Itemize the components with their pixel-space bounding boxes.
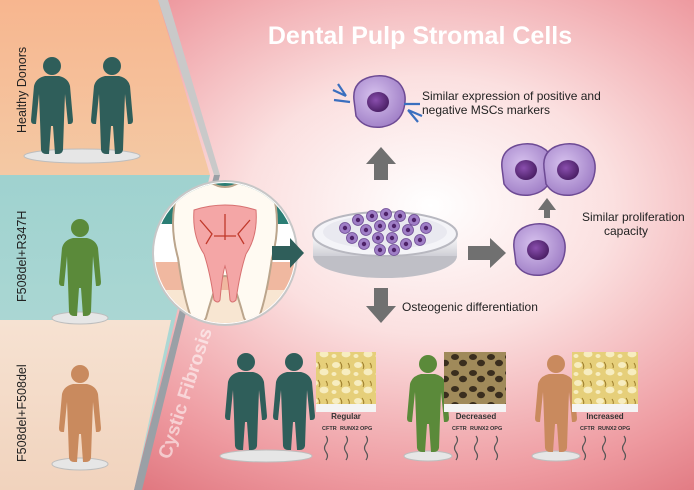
osteogenic-label: Osteogenic differentiation xyxy=(402,300,538,314)
f508-r347h-label: F508del+R347H xyxy=(15,211,29,302)
arrow-right-proliferation xyxy=(468,238,506,268)
pedestal xyxy=(51,457,109,471)
bone-tissue-icon xyxy=(444,352,506,412)
dna-wave-icon xyxy=(581,435,627,461)
pedestal xyxy=(51,311,109,325)
band-divider xyxy=(158,0,220,175)
markers-finding-line2: negative MSCs markers xyxy=(422,103,550,117)
arrow-down-osteogenic xyxy=(366,288,396,323)
markers-finding-line1: Similar expression of positive and xyxy=(422,89,601,103)
f508-f508-label: F508del+F508del xyxy=(15,364,29,462)
outcome-label-decreased: Decreased xyxy=(456,412,497,421)
bone-tissue-icon xyxy=(572,352,638,412)
pedestal xyxy=(23,148,141,164)
receptor-icon xyxy=(332,83,423,123)
gene-label: OPG xyxy=(618,426,630,432)
dna-wave-icon xyxy=(323,435,369,461)
gene-label: CFTR xyxy=(322,426,337,432)
pedestal xyxy=(531,450,581,462)
gene-label: CFTR xyxy=(580,426,595,432)
healthy-donors-label: Healthy Donors xyxy=(15,47,29,133)
cell-icon xyxy=(353,75,406,129)
gene-label: RUNX2 xyxy=(598,426,617,432)
arrow-tooth-to-dish xyxy=(272,238,304,268)
dna-wave-icon xyxy=(453,435,499,461)
arrow-up-markers xyxy=(366,147,396,180)
arrow-up-division xyxy=(538,198,556,218)
gene-label: OPG xyxy=(490,426,502,432)
proliferation-finding-line2: capacity xyxy=(604,224,648,238)
gene-label: RUNX2 xyxy=(340,426,359,432)
gene-label: RUNX2 xyxy=(470,426,489,432)
outcome-label-regular: Regular xyxy=(331,412,361,421)
outcome-label-increased: Increased xyxy=(586,412,623,421)
bone-tissue-icon xyxy=(316,352,376,412)
petri-dish-icon xyxy=(312,208,458,278)
proliferation-finding-line1: Similar proliferation xyxy=(582,210,685,224)
pedestal xyxy=(403,450,453,462)
gene-label: CFTR xyxy=(452,426,467,432)
gene-label: OPG xyxy=(360,426,372,432)
pedestal xyxy=(219,449,313,463)
page-title: Dental Pulp Stromal Cells xyxy=(268,22,572,50)
